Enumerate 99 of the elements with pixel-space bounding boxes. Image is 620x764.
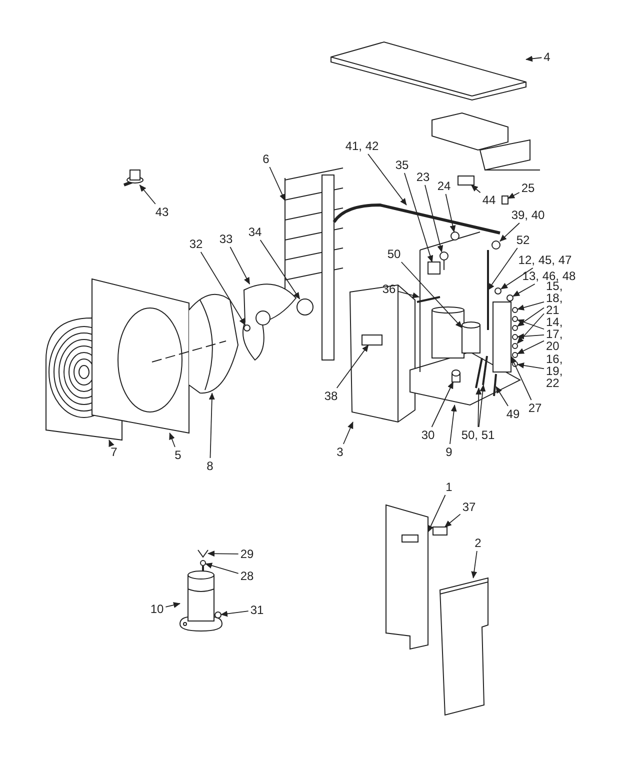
callout-number: 13, 46, 48: [522, 270, 576, 282]
leader-line: [428, 494, 446, 532]
fan-shroud: [188, 294, 238, 394]
leader-line: [488, 248, 518, 290]
leader-line: [517, 362, 544, 370]
valve-cap: [123, 170, 144, 186]
callout-number: 8: [206, 460, 214, 472]
condenser-coil: [284, 168, 344, 360]
fan-blade: [242, 284, 296, 360]
callout-number: 15, 18, 21: [546, 280, 570, 316]
callout-number: 49: [506, 408, 520, 420]
control-box: [432, 112, 540, 171]
rubber-foot: [452, 370, 460, 382]
leader-line: [230, 246, 250, 285]
leader-line: [450, 404, 457, 444]
callout-number: 10: [150, 603, 164, 615]
callout-number: 38: [324, 390, 338, 402]
callout-number: 28: [240, 570, 254, 582]
callout-number: 37: [462, 501, 476, 513]
leader-line: [510, 356, 532, 400]
leader-line: [444, 514, 461, 528]
callout-number: 23: [416, 171, 430, 183]
service-panel: [386, 504, 428, 650]
callout-number: 5: [174, 449, 182, 461]
callout-number: 6: [262, 153, 270, 165]
callout-number: 52: [516, 234, 530, 246]
leader-line: [397, 290, 420, 298]
callout-number: 24: [437, 180, 451, 192]
leader-line: [108, 440, 114, 448]
leader-line: [165, 602, 180, 608]
accumulator: [462, 322, 480, 354]
callout-number: 29: [240, 548, 254, 560]
refrigerant-pipe: [332, 204, 500, 234]
leader-line: [478, 384, 486, 428]
leader-line: [368, 154, 407, 206]
callout-number: 12, 45, 47: [518, 254, 572, 266]
leader-line: [476, 388, 482, 428]
leader-line: [496, 386, 508, 406]
top-panel: [330, 41, 526, 101]
leader-line: [404, 172, 434, 262]
compressor: [432, 306, 464, 358]
leader-line: [139, 184, 156, 204]
callout-number: 25: [521, 182, 535, 194]
leader-line: [517, 340, 544, 354]
callout-number: 30: [421, 429, 435, 441]
callout-number: 1: [446, 481, 452, 493]
leader-line: [260, 240, 300, 300]
callout-number: 39, 40: [511, 209, 545, 221]
leader-line: [470, 184, 481, 194]
leader-line: [336, 344, 369, 388]
leader-line: [517, 319, 544, 330]
leader-line: [220, 610, 249, 617]
leader-line: [208, 392, 215, 458]
leader-line: [500, 268, 534, 290]
callout-number: 34: [248, 226, 262, 238]
compressor: [180, 566, 222, 632]
callout-number: 35: [395, 159, 409, 171]
callout-number: 31: [250, 604, 264, 616]
leader-line: [517, 307, 544, 327]
callout-number: 4: [544, 51, 550, 63]
callout-number: 32: [189, 238, 203, 250]
callout-number: 27: [528, 402, 542, 414]
callout-number: 9: [446, 446, 452, 458]
leader-line: [269, 166, 286, 202]
leader-line: [500, 222, 520, 242]
callout-number: 43: [155, 206, 169, 218]
callout-number: 33: [219, 233, 233, 245]
leader-line: [508, 192, 520, 199]
cover-cap: [432, 526, 448, 536]
leader-line: [400, 262, 462, 328]
leader-line: [424, 184, 444, 252]
leader-line: [445, 194, 456, 232]
callout-number: 7: [110, 446, 118, 458]
leader-line: [526, 56, 542, 62]
callout-number: 41, 42: [345, 140, 379, 152]
callout-number: 50, 51: [461, 429, 495, 441]
washer: [200, 560, 206, 566]
leader-line: [431, 382, 454, 428]
leader-line: [471, 550, 478, 578]
leader-line: [200, 252, 246, 326]
leader-line: [516, 313, 544, 344]
callout-number: 2: [474, 537, 482, 549]
callout-number: 14, 17, 20: [546, 316, 570, 352]
leader-line: [169, 432, 176, 448]
leader-line: [208, 550, 239, 557]
leader-line: [517, 333, 544, 340]
capacitor: [458, 176, 474, 186]
callout-number: 16, 19, 22: [546, 353, 570, 389]
callout-number: 3: [336, 446, 344, 458]
leader-line: [343, 422, 354, 444]
terminal: [502, 196, 508, 204]
leader-line: [517, 301, 544, 310]
callout-number: 44: [482, 194, 496, 206]
leader-line: [512, 284, 536, 297]
callout-number: 50: [387, 248, 401, 260]
leader-line: [205, 562, 239, 574]
nut: [198, 550, 208, 558]
side-panel: [439, 577, 488, 716]
side-panel: [350, 284, 416, 423]
